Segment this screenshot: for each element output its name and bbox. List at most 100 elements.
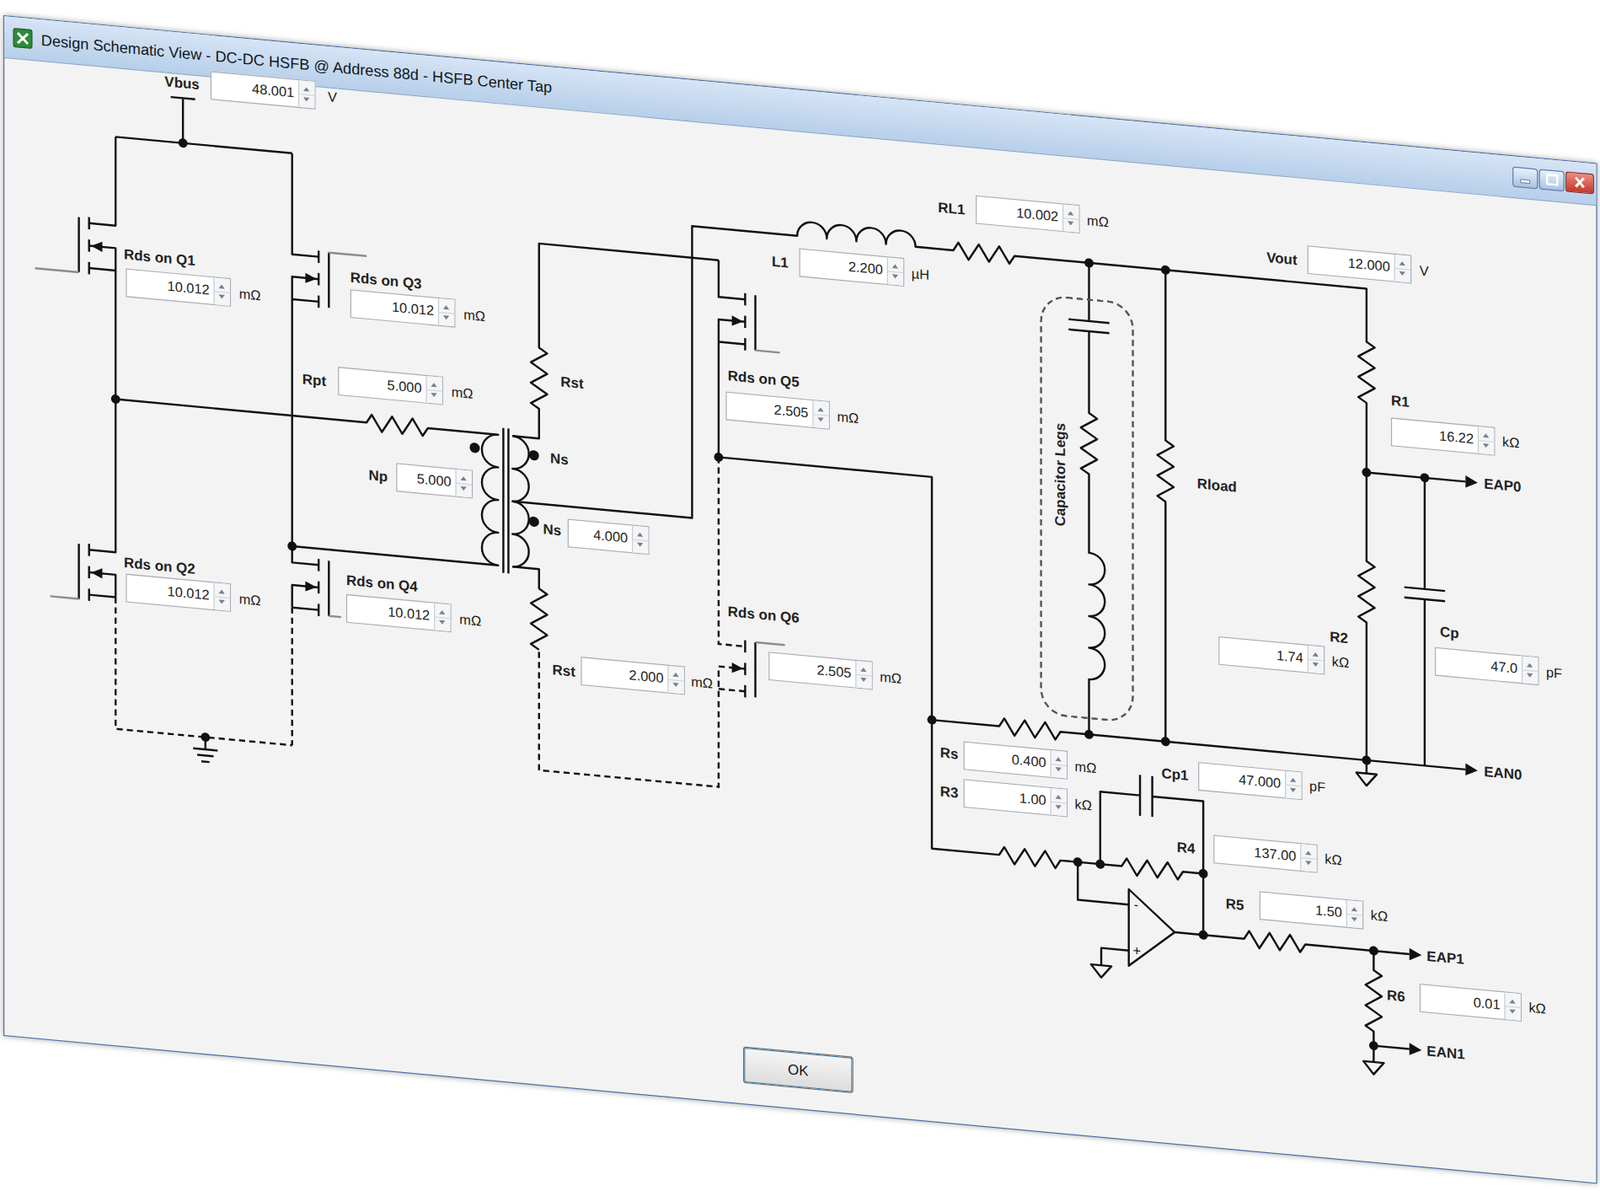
component-label: RL1 bbox=[937, 197, 965, 220]
mosfet-symbol bbox=[79, 215, 90, 274]
spin-divider bbox=[1300, 856, 1317, 860]
component-label: R3 bbox=[940, 781, 959, 803]
junction-dot bbox=[1419, 472, 1429, 483]
spin-up-arrow bbox=[219, 588, 225, 594]
value-text: 0.01 bbox=[1473, 994, 1501, 1013]
spin-down-arrow bbox=[443, 315, 450, 321]
spin-up-arrow bbox=[219, 283, 225, 289]
spin-buttons bbox=[1394, 254, 1411, 283]
value-text: 2.505 bbox=[816, 662, 851, 682]
value-field: 0.400 bbox=[963, 740, 1069, 779]
component-label: Rds on Q5 bbox=[727, 365, 800, 391]
spin-divider bbox=[813, 413, 830, 417]
unit-label: kΩ bbox=[1075, 795, 1092, 816]
arrow-head bbox=[1465, 763, 1478, 777]
unit-label: V bbox=[327, 88, 338, 108]
unit-label: kΩ bbox=[1528, 998, 1546, 1019]
spin-down-arrow bbox=[636, 542, 643, 548]
spin-down-arrow bbox=[1399, 271, 1406, 277]
body-arrow bbox=[732, 315, 744, 327]
mosfet-symbol bbox=[318, 250, 329, 309]
minimize-glyph bbox=[1513, 167, 1537, 188]
spin-divider bbox=[1051, 763, 1067, 766]
spin-buttons bbox=[1503, 991, 1520, 1020]
body-arrow bbox=[305, 272, 316, 284]
junction-dot bbox=[1161, 736, 1171, 747]
unit-label: kΩ bbox=[1502, 433, 1520, 454]
spin-divider bbox=[438, 311, 455, 315]
component-label: Rs bbox=[940, 743, 959, 764]
spin-up-arrow bbox=[1312, 652, 1319, 658]
spin-down-arrow bbox=[219, 599, 225, 605]
spin-divider bbox=[299, 93, 315, 97]
value-text: 12.000 bbox=[1348, 255, 1391, 276]
transformer-core bbox=[503, 428, 509, 574]
body-arrow bbox=[732, 662, 744, 674]
spin-divider bbox=[1347, 913, 1363, 916]
spin-divider bbox=[427, 389, 443, 392]
resistor-symbol bbox=[512, 240, 719, 455]
spin-up-arrow bbox=[438, 610, 445, 616]
unit-label: pF bbox=[1546, 663, 1563, 684]
spin-divider bbox=[888, 270, 904, 273]
value-text: 1.50 bbox=[1315, 902, 1343, 921]
spin-up-arrow bbox=[303, 86, 310, 92]
unit-label: pF bbox=[1309, 776, 1326, 798]
component-label: R5 bbox=[1225, 893, 1245, 915]
junction-dot bbox=[1369, 1040, 1379, 1051]
value-text: 10.002 bbox=[1016, 204, 1059, 225]
icon-frame bbox=[13, 28, 33, 49]
resistor-symbol bbox=[1157, 268, 1174, 742]
close-x bbox=[1575, 176, 1584, 188]
polarity-dot bbox=[529, 449, 540, 461]
component-label: EAP0 bbox=[1483, 473, 1521, 496]
value-text: 4.000 bbox=[593, 526, 628, 546]
spin-up-arrow bbox=[1399, 261, 1406, 267]
opamp-symbol bbox=[1129, 888, 1175, 970]
value-field: 10.012 bbox=[125, 267, 231, 306]
spin-up-arrow bbox=[460, 476, 467, 482]
spin-buttons bbox=[438, 298, 455, 327]
polarity-dot bbox=[529, 515, 540, 527]
junction-dot bbox=[713, 451, 723, 462]
junction-dot bbox=[1369, 945, 1379, 956]
junction-dot bbox=[287, 540, 297, 552]
group-label: Capacitor Legs bbox=[1050, 422, 1070, 528]
spin-up-arrow bbox=[636, 532, 643, 538]
maximize-button bbox=[1539, 168, 1565, 192]
value-text: 2.200 bbox=[848, 258, 883, 279]
dashed-wire bbox=[115, 590, 293, 745]
component-label: Rst bbox=[560, 371, 584, 392]
spin-down-arrow bbox=[860, 677, 867, 683]
spin-divider bbox=[856, 674, 872, 677]
component-label: R2 bbox=[1329, 626, 1349, 648]
wire bbox=[115, 136, 293, 153]
spin-up-arrow bbox=[1351, 906, 1358, 912]
value-text: 47.0 bbox=[1490, 658, 1518, 677]
spin-buttons bbox=[1049, 787, 1066, 816]
body-arrow bbox=[90, 240, 102, 252]
spin-divider bbox=[1395, 267, 1411, 271]
value-text: 10.012 bbox=[391, 299, 434, 320]
spin-buttons bbox=[812, 400, 829, 429]
junction-dot bbox=[1095, 858, 1105, 869]
junction-dot bbox=[200, 732, 210, 743]
unit-label: mΩ bbox=[239, 284, 262, 306]
spin-buttons bbox=[887, 256, 904, 285]
value-field: 47.000 bbox=[1198, 761, 1303, 800]
spin-divider bbox=[1285, 784, 1301, 787]
mosfet-symbol bbox=[744, 640, 755, 699]
app-icon bbox=[12, 26, 33, 49]
component-label: Rst bbox=[552, 659, 576, 680]
value-text: 0.400 bbox=[1011, 751, 1047, 771]
spin-buttons bbox=[1062, 203, 1079, 232]
spin-up-arrow bbox=[1055, 794, 1062, 800]
close-glyph bbox=[1566, 172, 1593, 194]
component-label: Rds on Q1 bbox=[123, 244, 196, 270]
dialog-window: Design Schematic View - DC-DC HSFB @ Add… bbox=[3, 15, 1598, 1183]
spin-up-arrow bbox=[860, 667, 867, 673]
title-bar: Design Schematic View - DC-DC HSFB @ Add… bbox=[4, 16, 1596, 206]
ok-button: OK bbox=[743, 1045, 854, 1093]
spin-buttons bbox=[667, 665, 684, 694]
spin-up-arrow bbox=[1482, 433, 1489, 439]
